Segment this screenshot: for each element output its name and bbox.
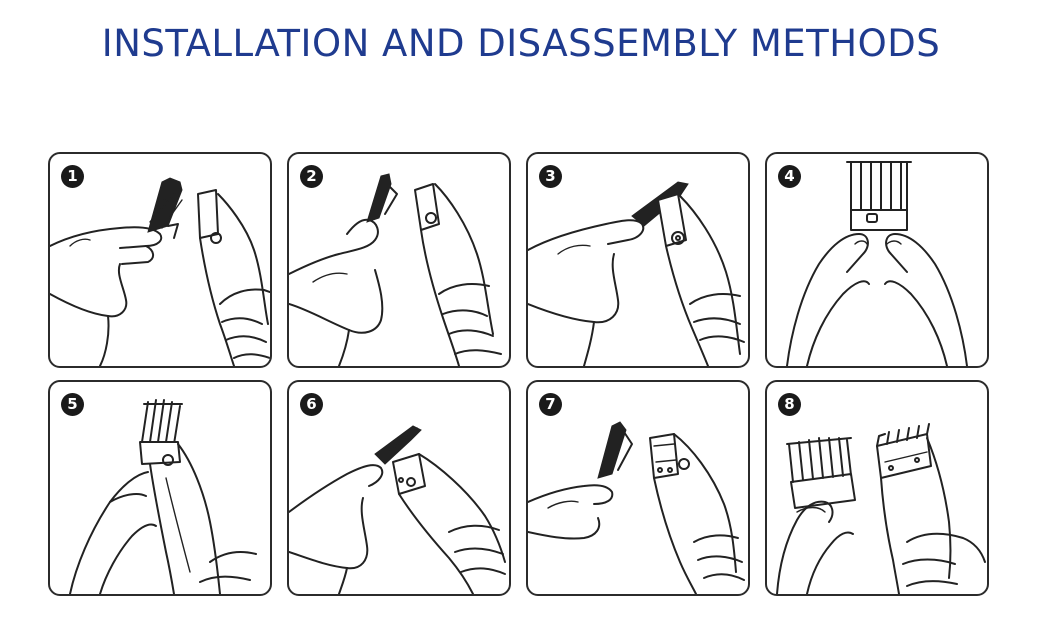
step-1-panel: 1 — [48, 152, 272, 368]
step-2-panel: 2 — [287, 152, 511, 368]
step-7-panel: 7 — [526, 380, 750, 596]
step-3-panel: 3 — [526, 152, 750, 368]
step-4-panel: 4 — [765, 152, 989, 368]
step-7-illustration — [528, 421, 745, 594]
step-4-number-badge: 4 — [778, 165, 801, 188]
step-2-number-badge: 2 — [300, 165, 323, 188]
step-1-number-badge: 1 — [61, 165, 84, 188]
step-6-illustration — [289, 425, 506, 594]
step-5-illustration — [69, 399, 257, 594]
step-5-panel: 5 — [48, 380, 272, 596]
step-8-illustration — [776, 423, 986, 594]
step-4-illustration — [786, 161, 968, 366]
step-2-illustration — [289, 173, 502, 366]
step-8-panel: 8 — [765, 380, 989, 596]
step-8-number-badge: 8 — [778, 393, 801, 416]
step-1-illustration — [50, 177, 270, 366]
step-5-number-badge: 5 — [61, 393, 84, 416]
step-6-number-badge: 6 — [300, 393, 323, 416]
page-title: INSTALLATION AND DISASSEMBLY METHODS — [101, 22, 941, 65]
step-7-number-badge: 7 — [539, 393, 562, 416]
step-3-illustration — [528, 181, 745, 366]
step-6-panel: 6 — [287, 380, 511, 596]
step-3-number-badge: 3 — [539, 165, 562, 188]
